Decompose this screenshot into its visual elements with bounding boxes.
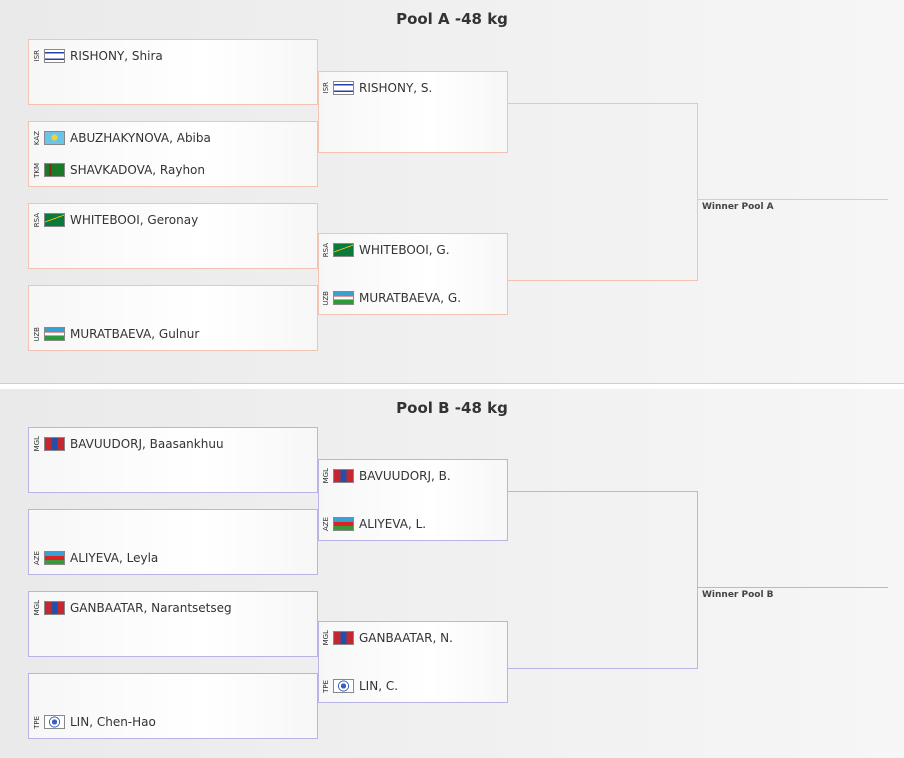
winner-label: Winner Pool A [702, 202, 774, 212]
winner-line [698, 199, 888, 200]
match-box-round1[interactable] [28, 591, 318, 657]
country-code: RSA [322, 242, 330, 258]
country-code: MGL [33, 436, 41, 452]
competitor-entry[interactable]: UZB MURATBAEVA, G. [322, 289, 461, 307]
country-code: RSA [33, 212, 41, 228]
flag-icon-mgl [333, 631, 354, 645]
flag-icon-kaz [44, 131, 65, 145]
competitor-name: MURATBAEVA, Gulnur [70, 327, 200, 341]
competitor-entry[interactable]: RSA WHITEBOOI, Geronay [33, 211, 198, 229]
competitor-entry[interactable]: ISR RISHONY, S. [322, 79, 432, 97]
competitor-entry[interactable]: UZB MURATBAEVA, Gulnur [33, 325, 199, 343]
competitor-name: RISHONY, S. [359, 81, 433, 95]
competitor-name: ABUZHAKYNOVA, Abiba [70, 131, 211, 145]
flag-icon-isr [333, 81, 354, 95]
flag-icon-mgl [44, 437, 65, 451]
flag-icon-tpe [333, 679, 354, 693]
country-code: TKM [33, 162, 41, 178]
country-code: ISR [33, 50, 41, 62]
competitor-entry[interactable]: AZE ALIYEVA, Leyla [33, 549, 158, 567]
winner-label: Winner Pool B [702, 590, 774, 600]
country-code: TPE [322, 679, 330, 693]
competitor-entry[interactable]: MGL BAVUUDORJ, Baasankhuu [33, 435, 224, 453]
competitor-entry[interactable]: MGL GANBAATAR, N. [322, 629, 453, 647]
winner-line [698, 587, 888, 588]
flag-icon-tkm [44, 163, 65, 177]
competitor-entry[interactable]: RSA WHITEBOOI, G. [322, 241, 450, 259]
country-code: MGL [33, 600, 41, 616]
competitor-name: GANBAATAR, N. [359, 631, 453, 645]
section-divider [0, 383, 904, 384]
pool-title: Pool B -48 kg [396, 399, 508, 417]
country-code: AZE [322, 516, 330, 531]
competitor-name: MURATBAEVA, G. [359, 291, 462, 305]
competitor-name: WHITEBOOI, G. [359, 243, 450, 257]
competitor-name: RISHONY, Shira [70, 49, 163, 63]
country-code: AZE [33, 550, 41, 565]
match-box-round1[interactable] [28, 285, 318, 351]
country-code: UZB [322, 290, 330, 306]
country-code: MGL [322, 630, 330, 646]
match-box-round1[interactable] [28, 673, 318, 739]
country-code: KAZ [33, 130, 41, 146]
flag-icon-isr [44, 49, 65, 63]
competitor-entry[interactable]: MGL GANBAATAR, Narantsetseg [33, 599, 232, 617]
competitor-entry[interactable]: MGL BAVUUDORJ, B. [322, 467, 451, 485]
match-box-round1[interactable] [28, 509, 318, 575]
match-box-round1[interactable] [28, 39, 318, 105]
flag-icon-mgl [44, 601, 65, 615]
country-code: TPE [33, 715, 41, 729]
competitor-entry[interactable]: AZE ALIYEVA, L. [322, 515, 426, 533]
country-code: UZB [33, 326, 41, 342]
match-box-round1[interactable] [28, 121, 318, 187]
competitor-name: WHITEBOOI, Geronay [70, 213, 199, 227]
competitor-entry[interactable]: TPE LIN, C. [322, 677, 398, 695]
match-box-round1[interactable] [28, 203, 318, 269]
flag-icon-tpe [44, 715, 65, 729]
competitor-name: ALIYEVA, Leyla [70, 551, 159, 565]
flag-icon-rsa [44, 213, 65, 227]
country-code: MGL [322, 468, 330, 484]
competitor-name: LIN, C. [359, 679, 399, 693]
flag-icon-aze [333, 517, 354, 531]
pool-title: Pool A -48 kg [396, 10, 508, 28]
flag-icon-uzb [44, 327, 65, 341]
competitor-entry[interactable]: ISR RISHONY, Shira [33, 47, 163, 65]
competitor-name: LIN, Chen-Hao [70, 715, 156, 729]
competitor-entry[interactable]: KAZ ABUZHAKYNOVA, Abiba [33, 129, 211, 147]
flag-icon-aze [44, 551, 65, 565]
flag-icon-uzb [333, 291, 354, 305]
match-box-round1[interactable] [28, 427, 318, 493]
competitor-name: SHAVKADOVA, Rayhon [70, 163, 205, 177]
competitor-name: GANBAATAR, Narantsetseg [70, 601, 232, 615]
competitor-entry[interactable]: TPE LIN, Chen-Hao [33, 713, 156, 731]
competitor-name: BAVUUDORJ, Baasankhuu [70, 437, 224, 451]
country-code: ISR [322, 82, 330, 94]
competitor-entry[interactable]: TKM SHAVKADOVA, Rayhon [33, 161, 205, 179]
flag-icon-rsa [333, 243, 354, 257]
flag-icon-mgl [333, 469, 354, 483]
final-bracket[interactable] [508, 491, 698, 669]
competitor-name: ALIYEVA, L. [359, 517, 427, 531]
final-bracket[interactable] [508, 103, 698, 281]
competitor-name: BAVUUDORJ, B. [359, 469, 451, 483]
